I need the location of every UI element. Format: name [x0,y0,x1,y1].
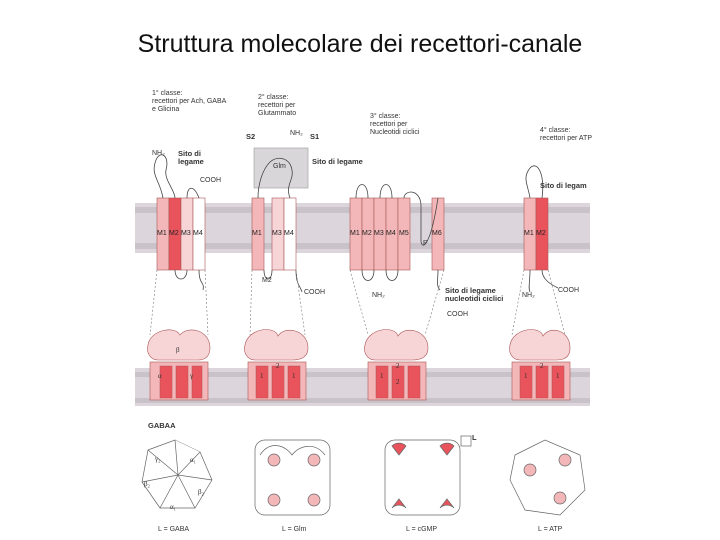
beta2-label: β₂ [144,480,151,488]
subunit-1-label-f: 1 [556,372,560,380]
nh2-label-3: NH₂ [372,292,385,299]
class3-helices [349,184,445,291]
binding-site-label-4: Sito di legam [540,181,587,190]
m5-label-3: M5 [399,230,409,237]
cooh-label-1: COOH [200,177,221,184]
m2-label-2: M2 [262,277,272,284]
class3-heading: 3° classe: recettori per Nucleotidi cicl… [370,113,420,136]
m2-label-1: M2 [169,230,179,237]
m1-label-3: M1 [350,230,360,237]
m1-label-1: M1 [157,230,167,237]
subunit-1-label-e: 1 [524,372,528,380]
class4-heading: 4° classe: recettori per ATP [540,127,593,142]
cooh-label-3: COOH [447,311,468,318]
top-view-4 [509,439,586,516]
alpha1-label: α₁ [190,456,197,464]
m3-label-1: M3 [181,230,191,237]
subunit-2-label-c: 2 [396,362,400,370]
cyclic-nucleotide-site-label: Sito di legame nucleotidi ciclici [445,286,504,303]
binding-site-label-1: Sito di legame [178,149,204,166]
class1-helices [153,154,206,291]
channel-assembly-2 [244,329,309,401]
subunit-1-label-b: 1 [292,372,296,380]
top-view-3 [384,435,472,516]
class2-helices [251,147,309,293]
projection-lines [149,269,566,336]
beta-label-1: β [176,346,180,354]
alpha1-label-b: α₁ [170,503,177,511]
m1-label-2: M1 [252,230,262,237]
ligand-caption-2: L = Glm [282,526,307,533]
subunit-2-label-a: 2 [276,362,280,370]
gamma-label-1: γ [190,372,194,380]
m1-label-4: M1 [524,230,534,237]
glm-label: Glm [273,163,286,170]
top-view-2 [254,439,331,516]
beta2-label-b: β₂ [198,488,205,496]
nh2-label-1: NH₂ [152,150,165,157]
nh2-label-2: NH₂ [290,130,303,137]
class4-helices [523,165,559,293]
m3-label-2: M3 [272,230,282,237]
p-label: P [423,240,428,247]
ligand-caption-3: L = cGMP [406,526,438,533]
m6-label-3: M6 [432,230,442,237]
l-label: L [472,433,477,442]
subunit-2-label-e: 2 [540,362,544,370]
m4-label-3: M4 [386,230,396,237]
channel-assembly-3 [364,329,429,401]
alpha-label-1: α [158,372,162,380]
class2-heading: 2° classe: recettori per Glutammato [258,94,297,117]
m2-label-4: M2 [536,230,546,237]
page-title: Struttura molecolare dei recettori-canal… [137,30,583,58]
subunit-2-label-d: 2 [396,378,400,386]
nh2-label-4: NH₂ [522,292,535,299]
cooh-label-4: COOH [558,287,579,294]
gaba-a-label: GABAA [148,421,176,430]
cooh-label-2: COOH [304,289,325,296]
ligand-caption-1: L = GABA [158,526,190,533]
channel-assembly-1 [147,329,211,401]
gamma2-label: γ₂ [155,455,161,463]
class1-heading: 1° classe: recettori per Ach, GABA e Gli… [152,90,227,113]
top-view-1 [141,439,213,509]
m4-label-2: M4 [284,230,294,237]
m4-label-1: M4 [193,230,203,237]
s1-label: S1 [310,132,320,141]
channel-assembly-4 [509,329,571,401]
binding-site-label-2: Sito di legame [312,157,363,166]
m2-label-3: M2 [362,230,372,237]
ligand-caption-4: L = ATP [538,526,563,533]
subunit-1-label-a: 1 [260,372,264,380]
s2-label: S2 [246,132,256,141]
subunit-1-label-c: 1 [380,372,384,380]
m3-label-3: M3 [374,230,384,237]
